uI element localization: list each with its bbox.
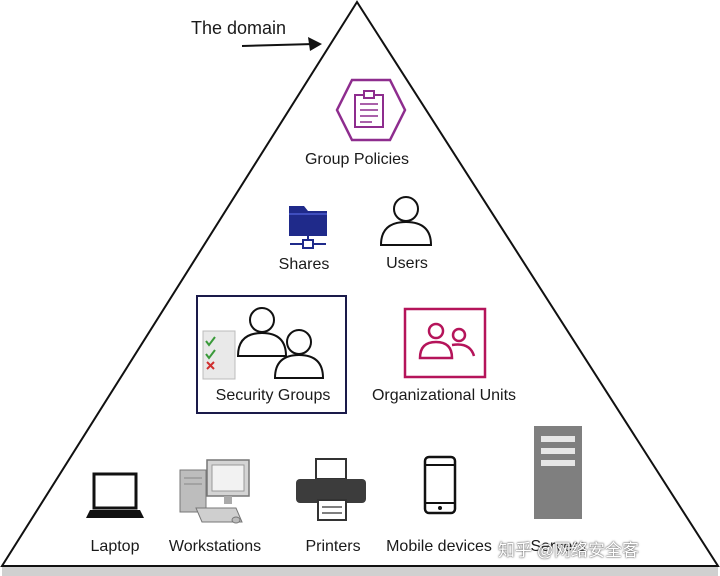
security-groups-box	[196, 295, 347, 414]
user-icon	[379, 196, 433, 246]
domain-annotation: The domain	[191, 18, 287, 38]
laptop-label: Laptop	[90, 538, 140, 555]
servers-label: Servers	[530, 538, 586, 555]
mobile-devices-label: Mobile devices	[386, 538, 492, 555]
checklist-icon	[202, 330, 236, 380]
group-policies-icon	[335, 78, 407, 142]
organizational-units-label: Organizational Units	[371, 387, 517, 404]
users-label: Users	[386, 255, 428, 272]
shares-label: Shares	[278, 256, 330, 273]
mobile-device-icon	[423, 455, 457, 515]
laptop-icon	[86, 472, 144, 518]
server-icon	[534, 426, 582, 519]
pyramid-base-shadow	[2, 566, 718, 576]
printers-label: Printers	[305, 538, 361, 555]
group-users-icon	[236, 307, 325, 379]
workstation-icon	[179, 459, 250, 524]
group-policies-label: Group Policies	[304, 151, 410, 168]
workstations-label: Workstations	[168, 538, 262, 555]
security-groups-label: Security Groups	[215, 387, 331, 404]
shares-folder-icon	[289, 206, 327, 249]
organizational-units-icon	[403, 307, 487, 379]
annotation-arrow	[241, 37, 322, 51]
printer-icon	[296, 458, 366, 521]
watermark: 知乎 @网络安全客	[498, 541, 639, 560]
